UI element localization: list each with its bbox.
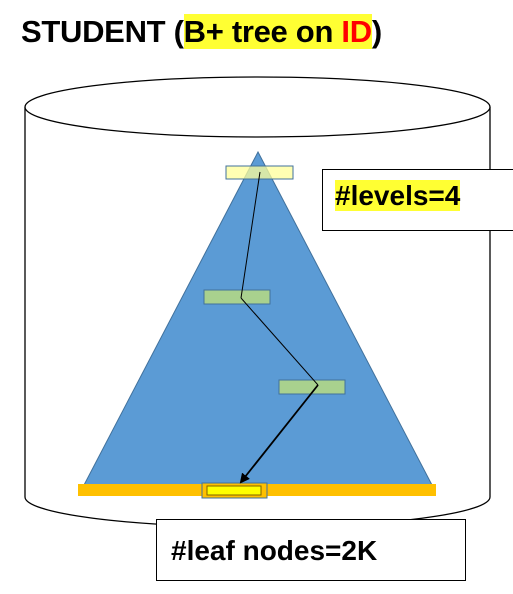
search-path-root-to-level2 (240, 171, 261, 299)
target-leaf-node (206, 485, 262, 496)
search-path-level2-to-level3 (240, 297, 319, 386)
leaf-nodes-text: #leaf nodes=2K (171, 535, 378, 566)
internal-node-level-2 (203, 289, 271, 305)
diagram-title: STUDENT (B+ tree on ID) (21, 14, 382, 50)
cylinder-top (24, 76, 491, 138)
title-key: ID (341, 14, 372, 49)
title-prefix: STUDENT ( (21, 14, 184, 49)
search-path-arrow-to-leaf (239, 384, 319, 484)
title-highlight: B+ tree on ID (183, 14, 372, 49)
title-index-text: B+ tree on (183, 14, 342, 49)
levels-callout: #levels=4 (322, 169, 513, 231)
levels-text: #levels=4 (335, 180, 461, 211)
title-suffix: ) (371, 14, 382, 49)
leaf-nodes-callout: #leaf nodes=2K (156, 519, 466, 581)
